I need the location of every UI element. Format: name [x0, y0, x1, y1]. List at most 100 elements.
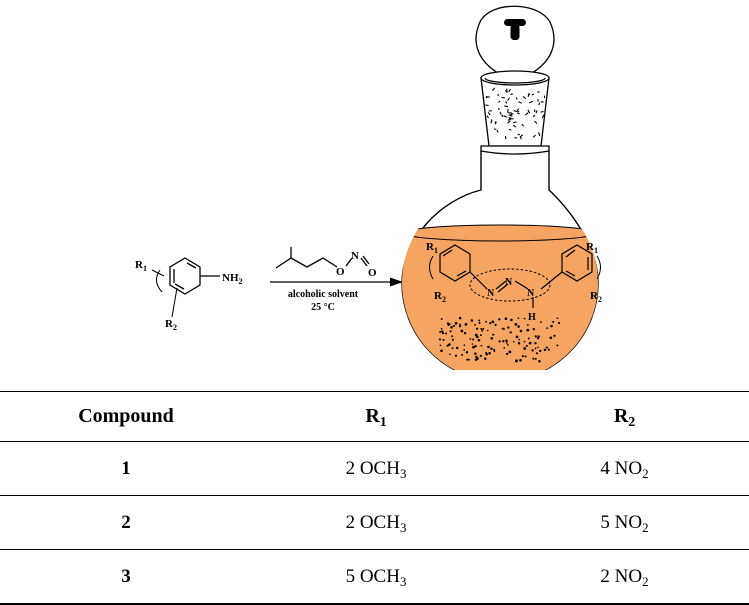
- sediment-dot: [478, 320, 480, 322]
- product-n2-label: N: [505, 277, 513, 288]
- sediment-dot: [533, 328, 535, 330]
- table-row: 2 2 OCH3 5 NO2: [0, 496, 749, 550]
- sediment-dot: [478, 339, 481, 342]
- sediment-dot: [472, 343, 474, 345]
- solvent-label: alcoholic solvent: [288, 289, 359, 300]
- sediment-dot: [487, 346, 490, 349]
- sediment-dot: [452, 339, 454, 341]
- reaction-scheme: R1 R2 NH2 O N O alcoholic solvent 25 °C: [0, 0, 749, 370]
- sediment-dot: [534, 342, 536, 344]
- sediment-dot: [466, 351, 468, 353]
- sediment-dot: [492, 320, 495, 323]
- sediment-dot: [481, 345, 483, 347]
- sediment-dot: [525, 355, 527, 357]
- sediment-dot: [472, 339, 474, 341]
- sediment-dot: [449, 353, 451, 355]
- flask-neck-collar: [481, 146, 549, 154]
- compound-number: 2: [0, 496, 252, 550]
- sediment-dot: [539, 350, 541, 352]
- sediment-dot: [485, 352, 487, 354]
- sediment-dot: [548, 349, 550, 351]
- sediment-dot: [526, 345, 528, 347]
- sediment-dot: [488, 352, 491, 355]
- sediment-dot: [527, 324, 529, 326]
- sediment-dot: [535, 348, 537, 350]
- sediment-dot: [558, 322, 560, 324]
- sediment-dot: [518, 342, 521, 345]
- sediment-dot: [522, 355, 524, 357]
- sediment-dot: [513, 341, 515, 343]
- sediment-dot: [480, 328, 482, 330]
- sediment-dot: [448, 343, 451, 346]
- sediment-dot: [456, 347, 458, 349]
- sediment-dot: [518, 317, 520, 319]
- sediment-dot: [451, 335, 453, 337]
- stopper-speckle: [536, 110, 537, 113]
- sediment-dot: [470, 338, 472, 340]
- sediment-dot: [557, 317, 559, 319]
- stopper-speckle: [532, 94, 534, 95]
- sediment-dot: [517, 325, 520, 328]
- stopper-speckle: [517, 113, 519, 114]
- sediment-dot: [480, 334, 482, 336]
- sediment-dot: [440, 349, 443, 352]
- flask-stopper: [481, 71, 549, 146]
- aniline-reactant: [152, 258, 220, 317]
- reaction-arrow: [270, 278, 403, 287]
- sediment-dot: [476, 336, 479, 339]
- product-h-label: H: [528, 312, 536, 323]
- sediment-dot: [536, 352, 538, 354]
- header-r2: R2: [500, 392, 749, 442]
- sediment-dot: [447, 322, 449, 324]
- sediment-dot: [510, 331, 512, 333]
- sediment-dot: [526, 329, 529, 332]
- sediment-dot: [523, 347, 526, 350]
- sediment-dot: [528, 338, 530, 340]
- sediment-dot: [537, 347, 539, 349]
- sediment-dot: [459, 325, 461, 327]
- sediment-dot: [485, 321, 487, 323]
- sediment-dot: [441, 328, 443, 330]
- compound-number: 1: [0, 442, 252, 496]
- sediment-dot: [490, 348, 493, 351]
- sediment-dot: [441, 318, 443, 320]
- sediment-dot: [450, 330, 452, 332]
- sediment-dot: [461, 330, 464, 333]
- compound-table-container: Compound R1 R2 1 2 OCH3 4 NO2 2 2 OCH3 5…: [0, 391, 749, 605]
- sediment-dot: [471, 319, 474, 322]
- reactant-r1-label: R1: [135, 259, 147, 273]
- reagent-o2-label: O: [368, 267, 377, 279]
- sediment-dot: [480, 355, 482, 357]
- sediment-dot: [474, 352, 477, 355]
- sediment-dot: [445, 332, 447, 334]
- r1-value: 5 OCH3: [252, 550, 500, 605]
- stopper-speckle: [485, 105, 488, 106]
- reactant-nh2-label: NH2: [222, 272, 243, 286]
- header-compound: Compound: [0, 392, 252, 442]
- sediment-dot: [466, 359, 468, 361]
- sediment-dot: [455, 322, 458, 325]
- sediment-dot: [556, 344, 558, 346]
- sediment-dot: [524, 318, 526, 320]
- sediment-dot: [518, 339, 520, 341]
- table-row: 3 5 OCH3 2 NO2: [0, 550, 749, 605]
- sediment-dot: [524, 341, 526, 343]
- sediment-dot: [506, 342, 508, 344]
- sediment-dot: [552, 321, 554, 323]
- sediment-dot: [490, 337, 493, 340]
- sediment-dot: [439, 338, 441, 340]
- reagent-n-label: N: [351, 250, 359, 262]
- sediment-dot: [476, 357, 479, 360]
- sediment-dot: [546, 347, 548, 349]
- stopper-speckle: [537, 92, 539, 93]
- sediment-dot: [464, 344, 466, 346]
- header-r1: R1: [252, 392, 500, 442]
- sediment-dot: [450, 326, 453, 329]
- sediment-dot: [455, 355, 457, 357]
- r2-value: 4 NO2: [500, 442, 749, 496]
- stopper-speckle: [508, 109, 509, 113]
- sediment-dot: [459, 317, 462, 320]
- sediment-dot: [550, 325, 553, 328]
- sediment-dot: [498, 340, 500, 342]
- sediment-dot: [487, 330, 489, 332]
